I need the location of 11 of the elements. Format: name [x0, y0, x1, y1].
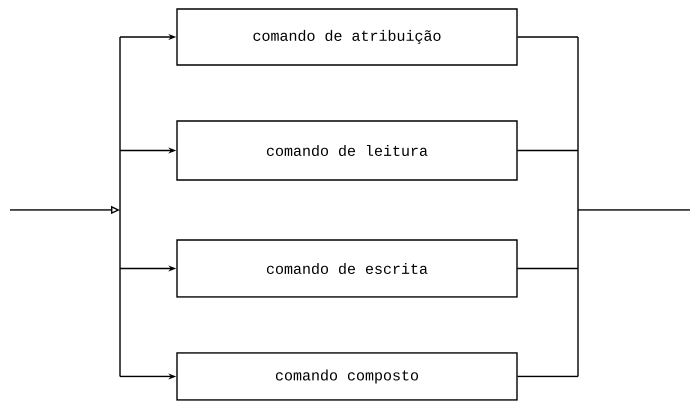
connector-line	[518, 36, 578, 38]
process-box: comando de leitura	[176, 120, 518, 181]
process-box: comando composto	[176, 352, 518, 401]
exit-line	[578, 209, 690, 211]
bus-line	[119, 37, 121, 376]
process-box: comando de escrita	[176, 239, 518, 298]
connector-line	[518, 150, 578, 152]
process-box: comando de atribuição	[176, 8, 518, 66]
bus-line	[577, 37, 579, 376]
connector-line	[518, 268, 578, 270]
connector-line	[518, 376, 578, 378]
